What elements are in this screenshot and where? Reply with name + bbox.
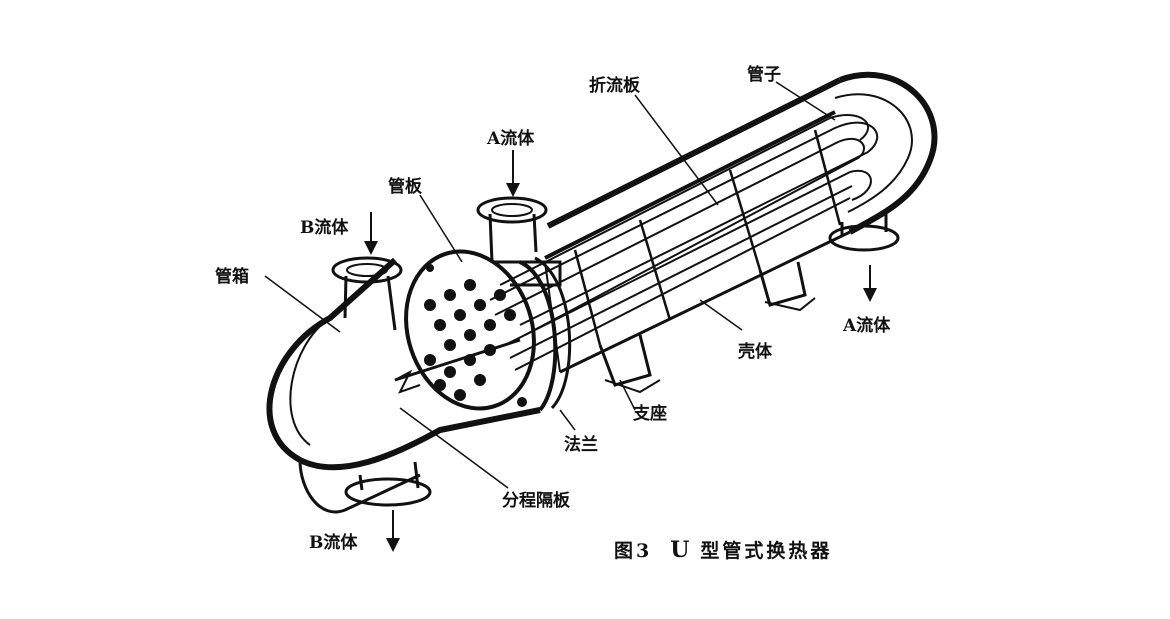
nozzle-a-inlet <box>476 196 562 287</box>
label-b-fluid-top: B流体 <box>300 218 349 238</box>
leader-lines <box>264 81 836 489</box>
support-saddle-right <box>758 261 816 312</box>
nozzle-b-outlet <box>344 461 432 507</box>
caption-number: 图3 <box>614 540 653 562</box>
label-guanban: 管板 <box>388 177 422 197</box>
label-guanzi: 管子 <box>747 65 781 85</box>
label-keti: 壳体 <box>738 342 772 362</box>
label-a-fluid-top: A流体 <box>487 129 535 149</box>
label-fenchenggeban: 分程隔板 <box>502 491 570 511</box>
label-zhizuo: 支座 <box>633 404 667 424</box>
support-saddle-left <box>598 334 661 394</box>
flange <box>426 256 572 412</box>
caption-u: U <box>670 537 693 563</box>
tube-sheet <box>404 249 536 411</box>
baffle-plates <box>573 129 842 346</box>
figure-caption: 图3 U 型管式换热器 <box>614 536 832 563</box>
label-guanxiang: 管箱 <box>215 267 249 287</box>
label-falan: 法兰 <box>564 435 598 455</box>
nozzle-a-outlet <box>828 212 900 252</box>
label-b-fluid-bottom: B流体 <box>309 533 358 553</box>
nozzle-b-inlet <box>331 256 403 331</box>
tube-bundle <box>489 114 879 371</box>
channel-head <box>266 257 541 514</box>
flow-arrows <box>364 150 877 552</box>
label-a-fluid-right: A流体 <box>843 316 891 336</box>
label-zheliuban: 折流板 <box>589 76 640 96</box>
caption-title: 型管式换热器 <box>700 540 833 562</box>
